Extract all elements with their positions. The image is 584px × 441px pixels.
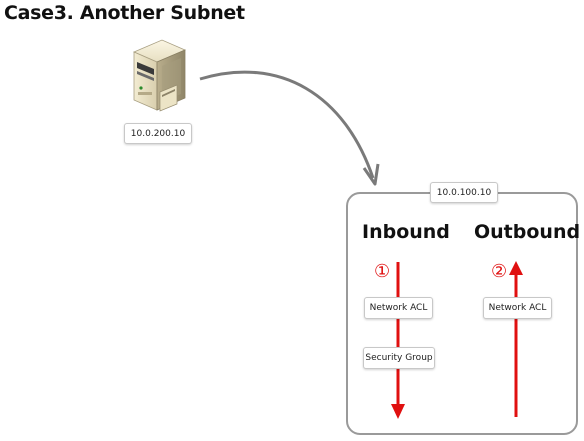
outbound-heading: Outbound [474,221,581,243]
diagram-title: Case3. Another Subnet [4,2,245,24]
source-ip-label: 10.0.200.10 [124,123,192,144]
inbound-security-group-text: Security Group [365,353,433,363]
outbound-step-number: ② [491,261,508,282]
outbound-network-acl-text: Network ACL [488,303,547,313]
target-ip-label: 10.0.100.10 [430,182,498,203]
inbound-network-acl: Network ACL [364,297,433,319]
inbound-network-acl-text: Network ACL [369,303,428,313]
inbound-heading: Inbound [362,221,450,243]
source-ip-text: 10.0.200.10 [130,128,186,139]
inbound-security-group: Security Group [363,347,435,369]
inbound-step-number: ① [374,261,391,282]
target-ip-text: 10.0.100.10 [436,187,492,198]
outbound-network-acl: Network ACL [483,297,552,319]
